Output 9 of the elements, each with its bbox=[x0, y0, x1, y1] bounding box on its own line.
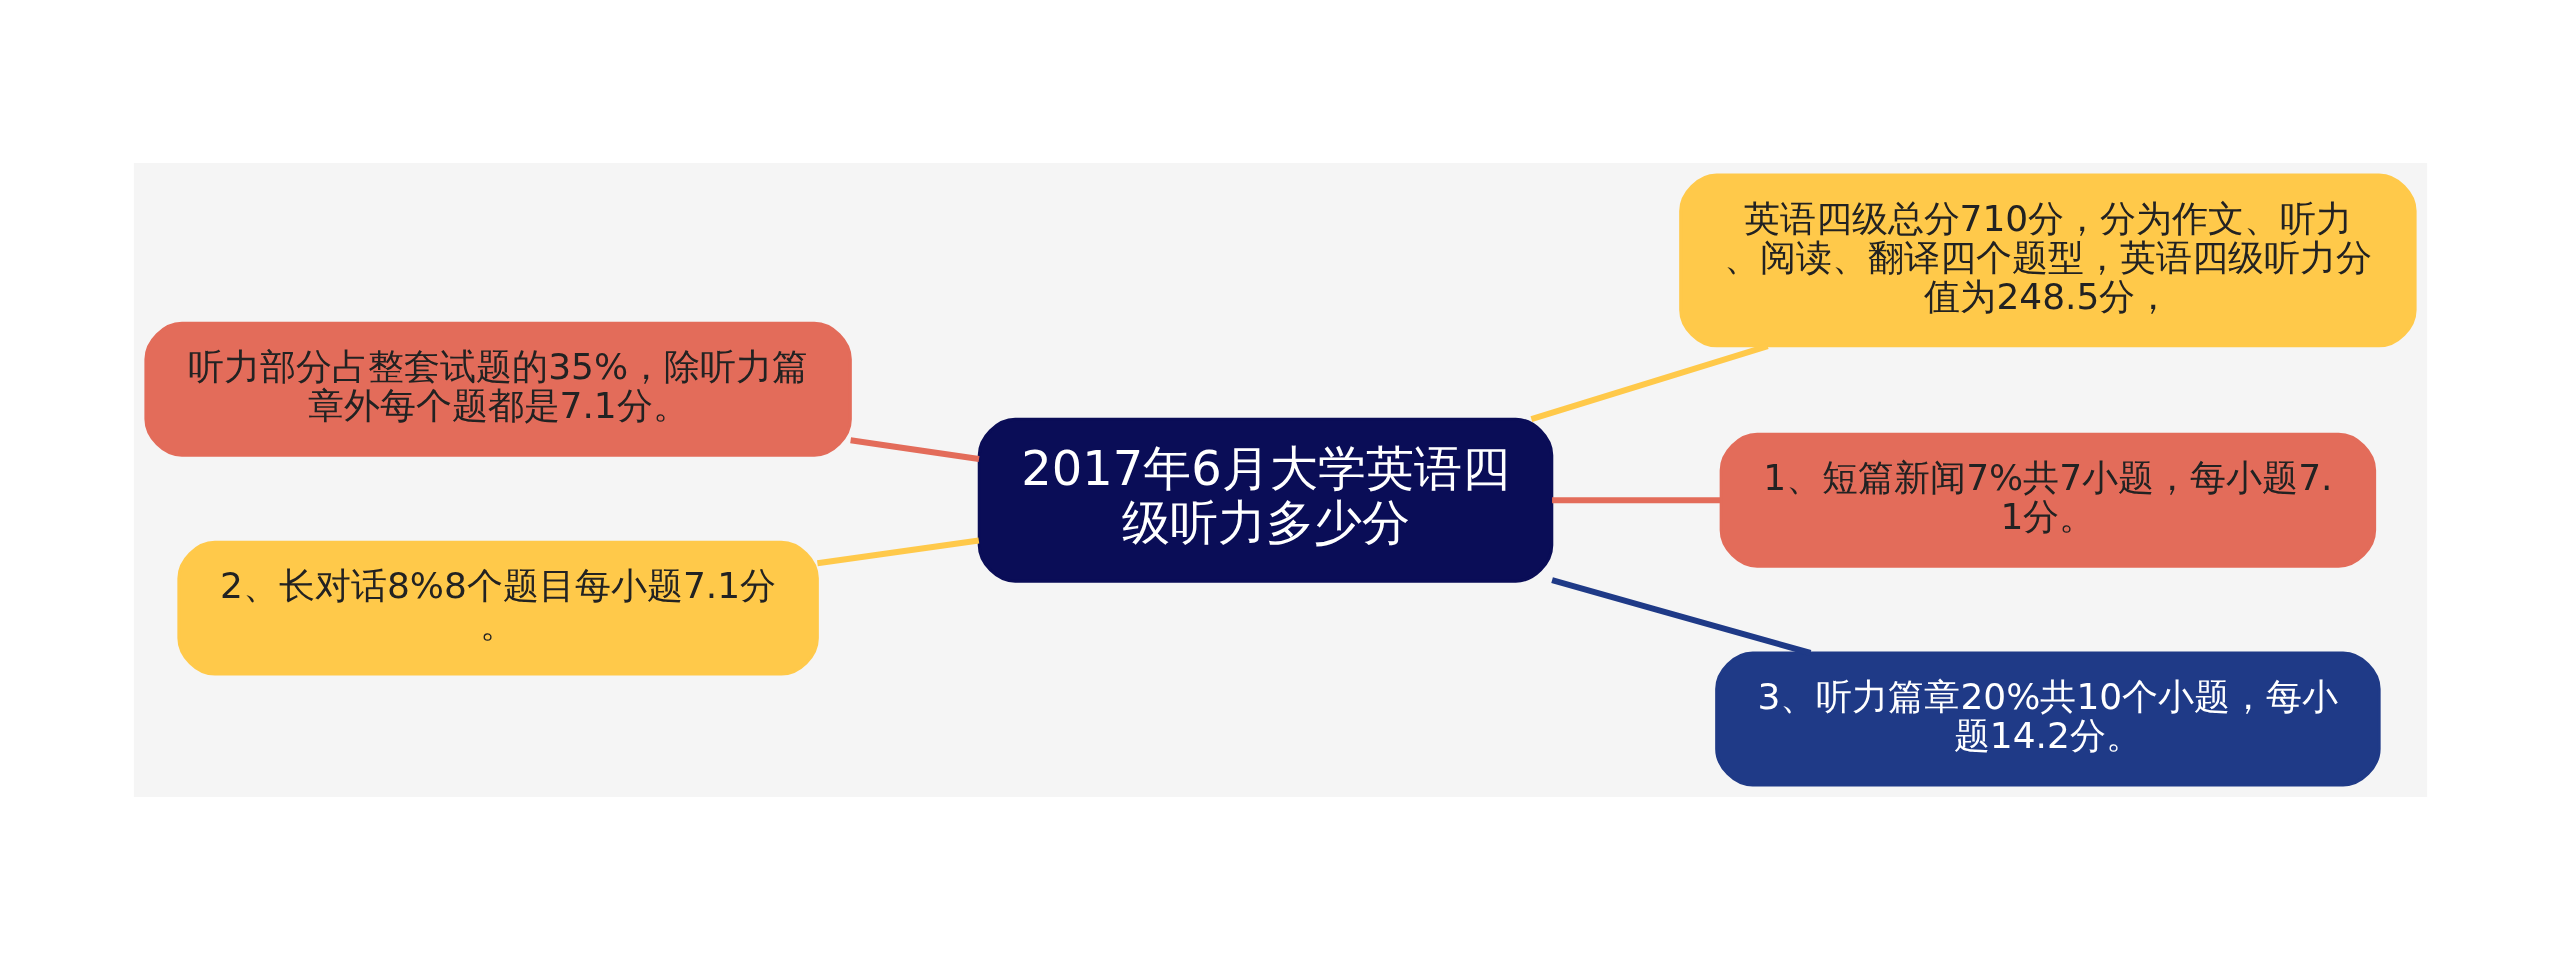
node-box: 2017年6月大学英语四级听力多少分 bbox=[977, 417, 1553, 583]
node-box: 英语四级总分710分，分为作文、听力、阅读、翻译四个题型，英语四级听力分值为248.5分， bbox=[1678, 173, 2417, 348]
node-box: 1、短篇新闻7%共7小题，每小题7.1分。 bbox=[1719, 432, 2376, 568]
connector bbox=[849, 437, 979, 462]
connector bbox=[816, 537, 979, 567]
node-box: 听力部分占整套试题的35%，除听力篇章外每个题都是7.1分。 bbox=[143, 321, 852, 457]
node-box: 2、长对话8%8个题目每小题7.1分。 bbox=[176, 540, 819, 676]
connector bbox=[1551, 497, 1720, 504]
node-box: 3、听力篇章20%共10个小题，每小题14.2分。 bbox=[1714, 651, 2381, 787]
